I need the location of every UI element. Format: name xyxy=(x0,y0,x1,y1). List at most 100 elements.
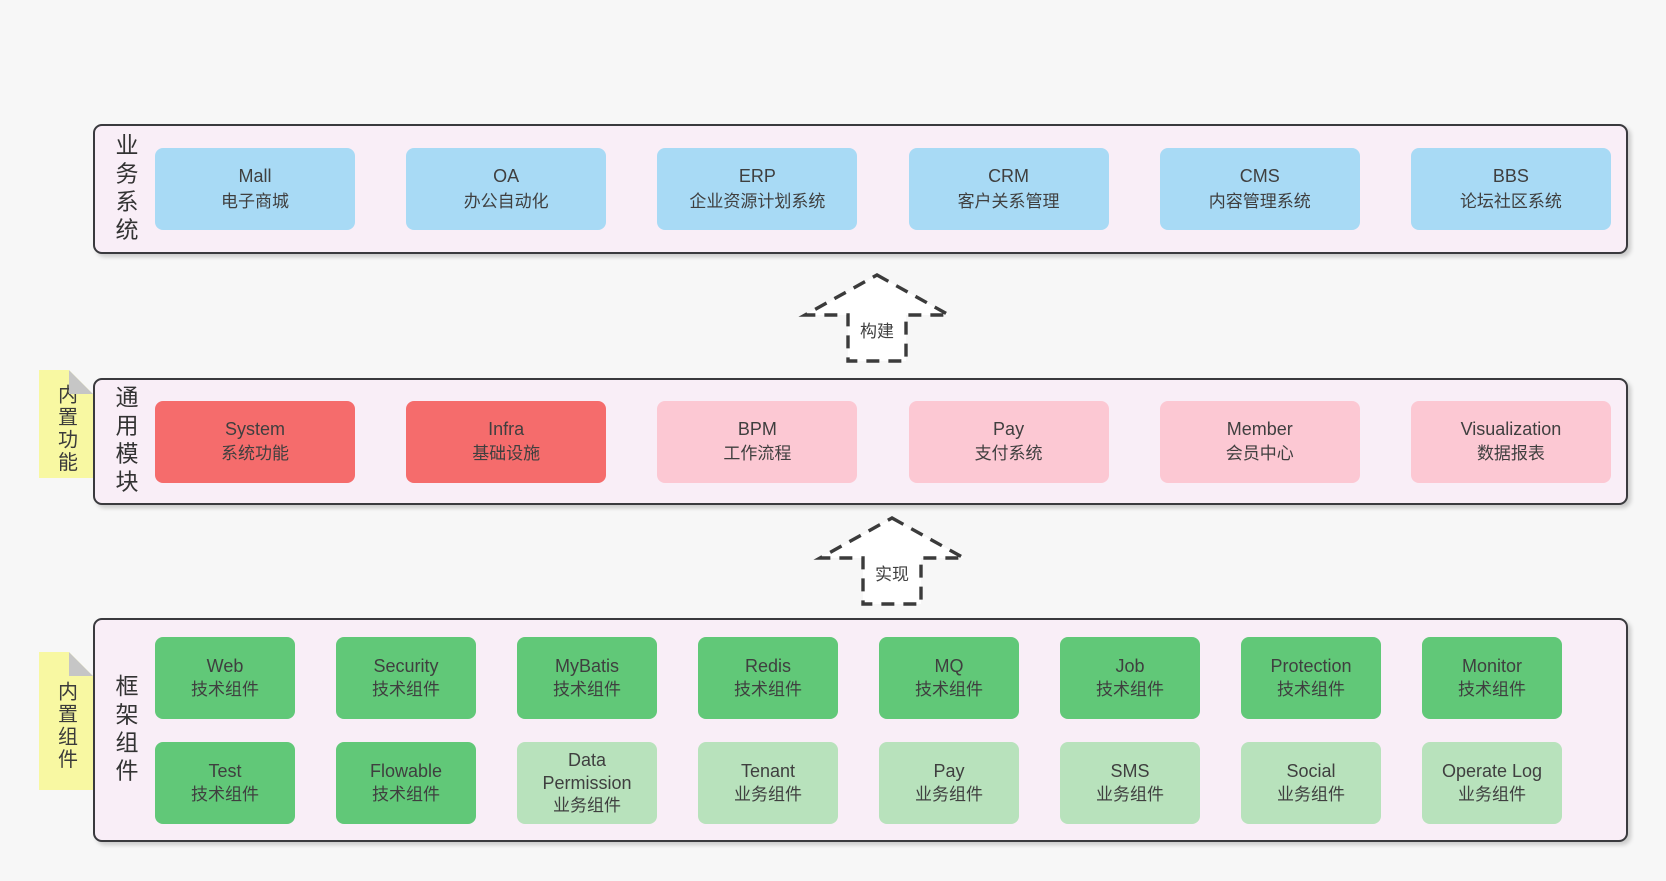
module-box-mall: Mall 电子商城 xyxy=(155,148,355,230)
module-name: MQ xyxy=(934,656,964,677)
module-desc: 技术组件 xyxy=(191,679,259,699)
module-desc: 企业资源计划系统 xyxy=(689,191,826,211)
module-name: Flowable xyxy=(369,761,443,782)
module-name: Web xyxy=(206,656,244,677)
module-name: Protection xyxy=(1270,656,1352,677)
module-desc: 业务组件 xyxy=(734,784,802,804)
module-desc: 技术组件 xyxy=(1277,679,1345,699)
module-box-crm: CRM 客户关系管理 xyxy=(908,148,1109,230)
module-desc: 技术组件 xyxy=(372,784,440,804)
module-name: BPM xyxy=(737,418,777,439)
module-name: Member xyxy=(1226,418,1293,439)
module-name: Social xyxy=(1286,761,1336,782)
band-common-modules: 通用模块 System 系统功能 Infra 基础设施 BPM 工作流程 Pay 支付系统 Me… xyxy=(93,378,1628,505)
module-desc: 业务组件 xyxy=(1277,784,1345,804)
module-desc: 支付系统 xyxy=(974,444,1043,464)
band-label-column: 框架组件 xyxy=(95,620,155,840)
module-box-visualization: Visualization 数据报表 xyxy=(1410,400,1611,483)
module-desc: 业务组件 xyxy=(553,796,621,816)
module-desc: 基础设施 xyxy=(472,444,541,464)
module-name: BBS xyxy=(1492,166,1529,187)
module-name: Tenant xyxy=(740,761,796,782)
module-desc: 业务组件 xyxy=(1096,784,1164,804)
module-name: Mall xyxy=(238,166,272,187)
module-desc: 会员中心 xyxy=(1225,444,1294,464)
band-label-business-systems: 业务系统 xyxy=(112,132,138,246)
module-box-pay: Pay 支付系统 xyxy=(908,400,1109,483)
module-name: System xyxy=(224,418,285,439)
module-desc: 工作流程 xyxy=(723,444,792,464)
module-name: Visualization xyxy=(1460,418,1562,439)
module-name: Infra xyxy=(488,418,525,439)
band-label-column: 通用模块 xyxy=(95,380,155,503)
module-desc: 内容管理系统 xyxy=(1208,191,1311,211)
module-desc: 数据报表 xyxy=(1476,444,1545,464)
module-name: ERP xyxy=(738,166,776,187)
module-desc: 客户关系管理 xyxy=(957,191,1060,211)
implement-arrow: 实现 xyxy=(813,516,971,606)
module-box-system: System 系统功能 xyxy=(155,400,355,483)
build-arrow: 构建 xyxy=(798,273,956,363)
module-desc: 技术组件 xyxy=(734,679,802,699)
module-box-bpm: BPM 工作流程 xyxy=(657,400,858,483)
common-modules-boxes: System 系统功能 Infra 基础设施 BPM 工作流程 Pay 支付系统 Member 会… xyxy=(155,380,1626,503)
module-desc: 系统功能 xyxy=(221,444,289,464)
module-name: SMS xyxy=(1110,761,1150,782)
sticky-note-label: 内置组件 xyxy=(54,681,77,771)
module-name: Pay xyxy=(933,761,965,782)
module-name: Job xyxy=(1115,656,1145,677)
module-desc: 论坛社区系统 xyxy=(1459,191,1562,211)
module-box-member: Member 会员中心 xyxy=(1159,400,1360,483)
sticky-note-built-in-components: 内置组件 xyxy=(39,652,93,790)
module-desc: 业务组件 xyxy=(1458,784,1526,804)
module-desc: 技术组件 xyxy=(553,679,621,699)
module-name: Pay xyxy=(993,418,1025,439)
module-name: MyBatis xyxy=(554,656,619,677)
build-arrow-label: 构建 xyxy=(857,317,897,342)
module-name: Operate Log xyxy=(1441,761,1543,782)
module-box-erp: ERP 企业资源计划系统 xyxy=(657,148,858,230)
module-box-infra: Infra 基础设施 xyxy=(406,400,607,483)
module-name: CRM xyxy=(988,166,1030,187)
module-box-bbs: BBS 论坛社区系统 xyxy=(1410,148,1611,230)
band-label-column: 业务系统 xyxy=(95,126,155,252)
module-name: CMS xyxy=(1239,166,1280,187)
module-name: Security xyxy=(373,656,439,677)
module-box-cms: CMS 内容管理系统 xyxy=(1159,148,1360,230)
module-name: Monitor xyxy=(1461,656,1523,677)
band-label-common-modules: 通用模块 xyxy=(112,385,138,498)
module-desc: 技术组件 xyxy=(1096,679,1164,699)
module-desc: 技术组件 xyxy=(915,679,983,699)
module-desc: 技术组件 xyxy=(191,784,259,804)
band-label-framework-components: 框架组件 xyxy=(112,673,138,787)
sticky-note-built-in-features: 内置功能 xyxy=(39,370,93,478)
module-desc: 电子商城 xyxy=(221,191,289,211)
implement-arrow-label: 实现 xyxy=(872,560,912,585)
module-desc: 业务组件 xyxy=(915,784,983,804)
module-name: OA xyxy=(493,166,520,187)
module-name: Redis xyxy=(744,656,792,677)
